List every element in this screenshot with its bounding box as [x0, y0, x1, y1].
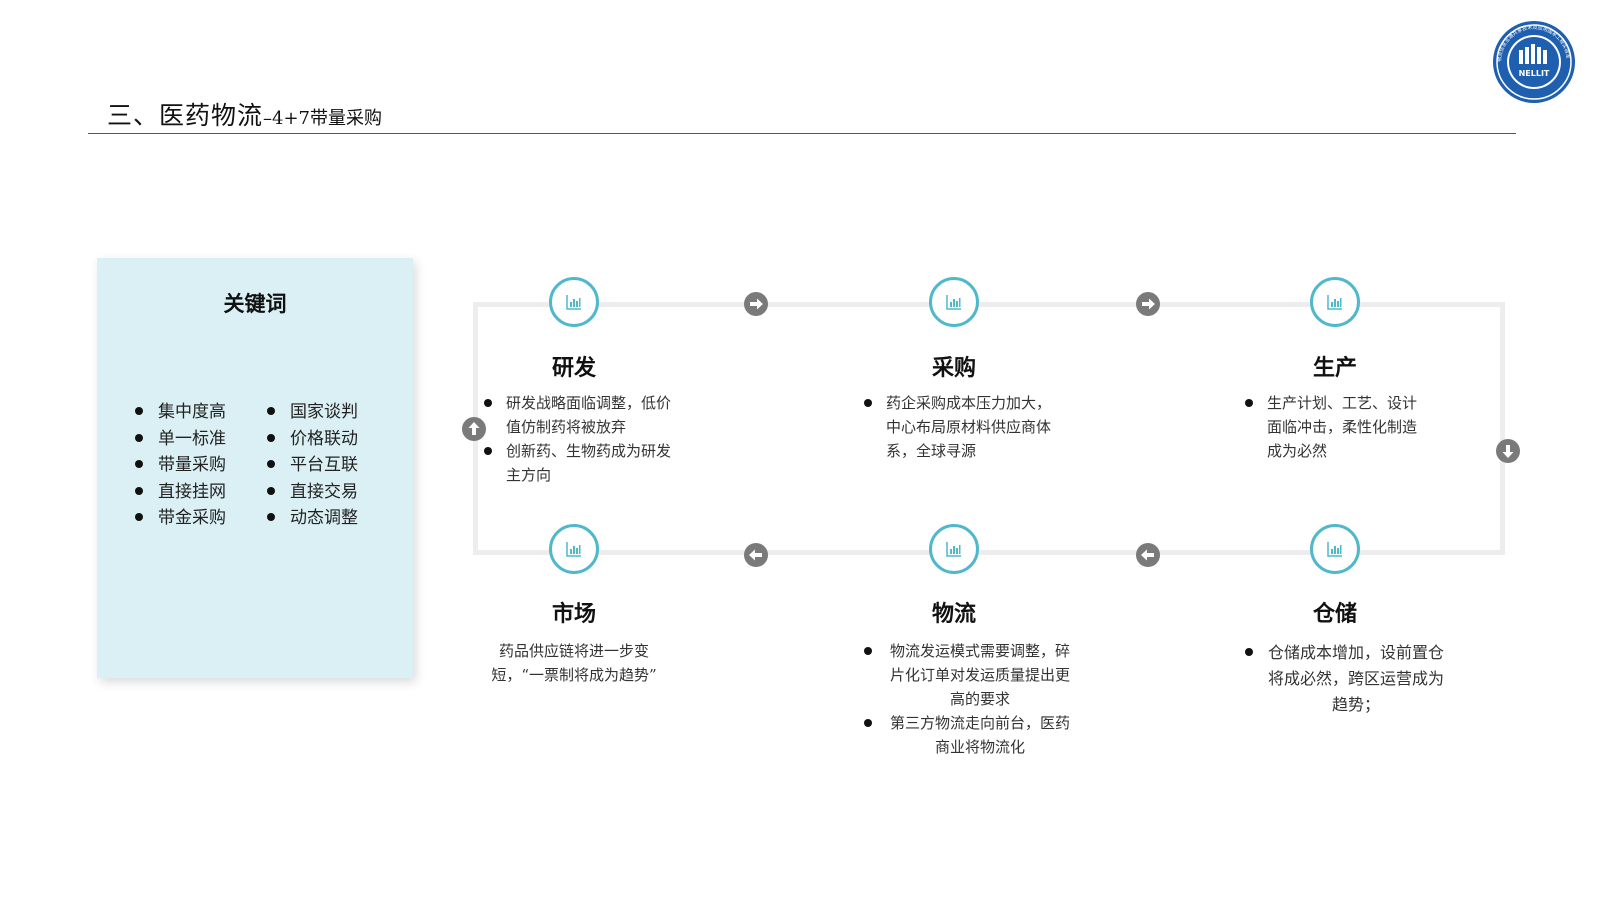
purchase-bar-chart-icon — [929, 277, 979, 327]
keyword-item: 直接交易 — [267, 479, 358, 506]
keyword-item: 集中度高 — [135, 399, 226, 426]
arrow-left-icon — [1136, 543, 1160, 567]
stage-title-storage: 仓储 — [1312, 602, 1357, 627]
page-title: 三、医药物流–4+7带量采购 — [107, 96, 382, 132]
logistics-bar-chart-icon — [929, 524, 979, 574]
lab-logo: 物流信息互通共享技术及应用国家工程实验室 NELLIT — [1493, 21, 1575, 103]
stage-title-purchase: 采购 — [931, 356, 976, 381]
keyword-item: 国家谈判 — [267, 399, 358, 426]
storage-bar-chart-icon — [1310, 524, 1360, 574]
bullet-item: 药企采购成本压力加大，中心布局原材料供应商体系，全球寻源 — [864, 391, 1064, 463]
keyword-item: 平台互联 — [267, 452, 358, 479]
keyword-item: 动态调整 — [267, 505, 358, 532]
arrow-right-icon — [744, 292, 768, 316]
bullet-item: 物流发运模式需要调整，碎片化订单对发运质量提出更高的要求 — [864, 639, 1074, 711]
bullet-item: 创新药、生物药成为研发主方向 — [484, 439, 678, 487]
arrow-right-icon — [1136, 292, 1160, 316]
title-subtitle: –4+7带量采购 — [263, 108, 383, 129]
keyword-item: 带量采购 — [135, 452, 226, 479]
market-bar-chart-icon — [549, 524, 599, 574]
stage-text-purchase: 药企采购成本压力加大，中心布局原材料供应商体系，全球寻源 — [864, 391, 1064, 463]
bullet-item: 仓储成本增加，设前置仓将成必然，跨区运营成为趋势； — [1245, 640, 1445, 718]
arrow-up-icon — [462, 417, 486, 441]
stage-text-storage: 仓储成本增加，设前置仓将成必然，跨区运营成为趋势； — [1245, 640, 1445, 718]
stage-title-logistics: 物流 — [931, 602, 976, 627]
stage-text-production: 生产计划、工艺、设计面临冲击，柔性化制造成为必然 — [1245, 391, 1431, 463]
bullet-item: 第三方物流走向前台，医药商业将物流化 — [864, 711, 1074, 759]
keyword-item: 直接挂网 — [135, 479, 226, 506]
stage-title-market: 市场 — [551, 602, 596, 627]
keyword-item: 价格联动 — [267, 426, 358, 453]
stage-text-research: 研发战略面临调整，低价值仿制药将被放弃 创新药、生物药成为研发主方向 — [484, 391, 678, 487]
title-divider — [88, 133, 1516, 134]
keywords-right-column: 国家谈判 价格联动 平台互联 直接交易 动态调整 — [267, 399, 358, 532]
stage-title-production: 生产 — [1312, 356, 1357, 381]
stage-text-logistics: 物流发运模式需要调整，碎片化订单对发运质量提出更高的要求 第三方物流走向前台，医… — [864, 639, 1074, 759]
keyword-item: 单一标准 — [135, 426, 226, 453]
title-main-text: 三、医药物流 — [107, 101, 264, 130]
logo-text: NELLIT — [1519, 69, 1550, 78]
stage-title-research: 研发 — [551, 356, 596, 381]
keywords-title: 关键词 — [223, 292, 287, 316]
keywords-left-column: 集中度高 单一标准 带量采购 直接挂网 带金采购 — [135, 399, 226, 532]
bullet-item: 研发战略面临调整，低价值仿制药将被放弃 — [484, 391, 678, 439]
stage-text-market: 药品供应链将进一步变短，“一票制将成为趋势” — [491, 642, 657, 684]
bullet-item: 生产计划、工艺、设计面临冲击，柔性化制造成为必然 — [1245, 391, 1431, 463]
keywords-panel: 关键词 集中度高 单一标准 带量采购 直接挂网 带金采购 国家谈判 价格联动 平… — [97, 258, 413, 678]
research-bar-chart-icon — [549, 277, 599, 327]
arrow-left-icon — [744, 543, 768, 567]
keyword-item: 带金采购 — [135, 505, 226, 532]
arrow-down-icon — [1496, 439, 1520, 463]
production-bar-chart-icon — [1310, 277, 1360, 327]
